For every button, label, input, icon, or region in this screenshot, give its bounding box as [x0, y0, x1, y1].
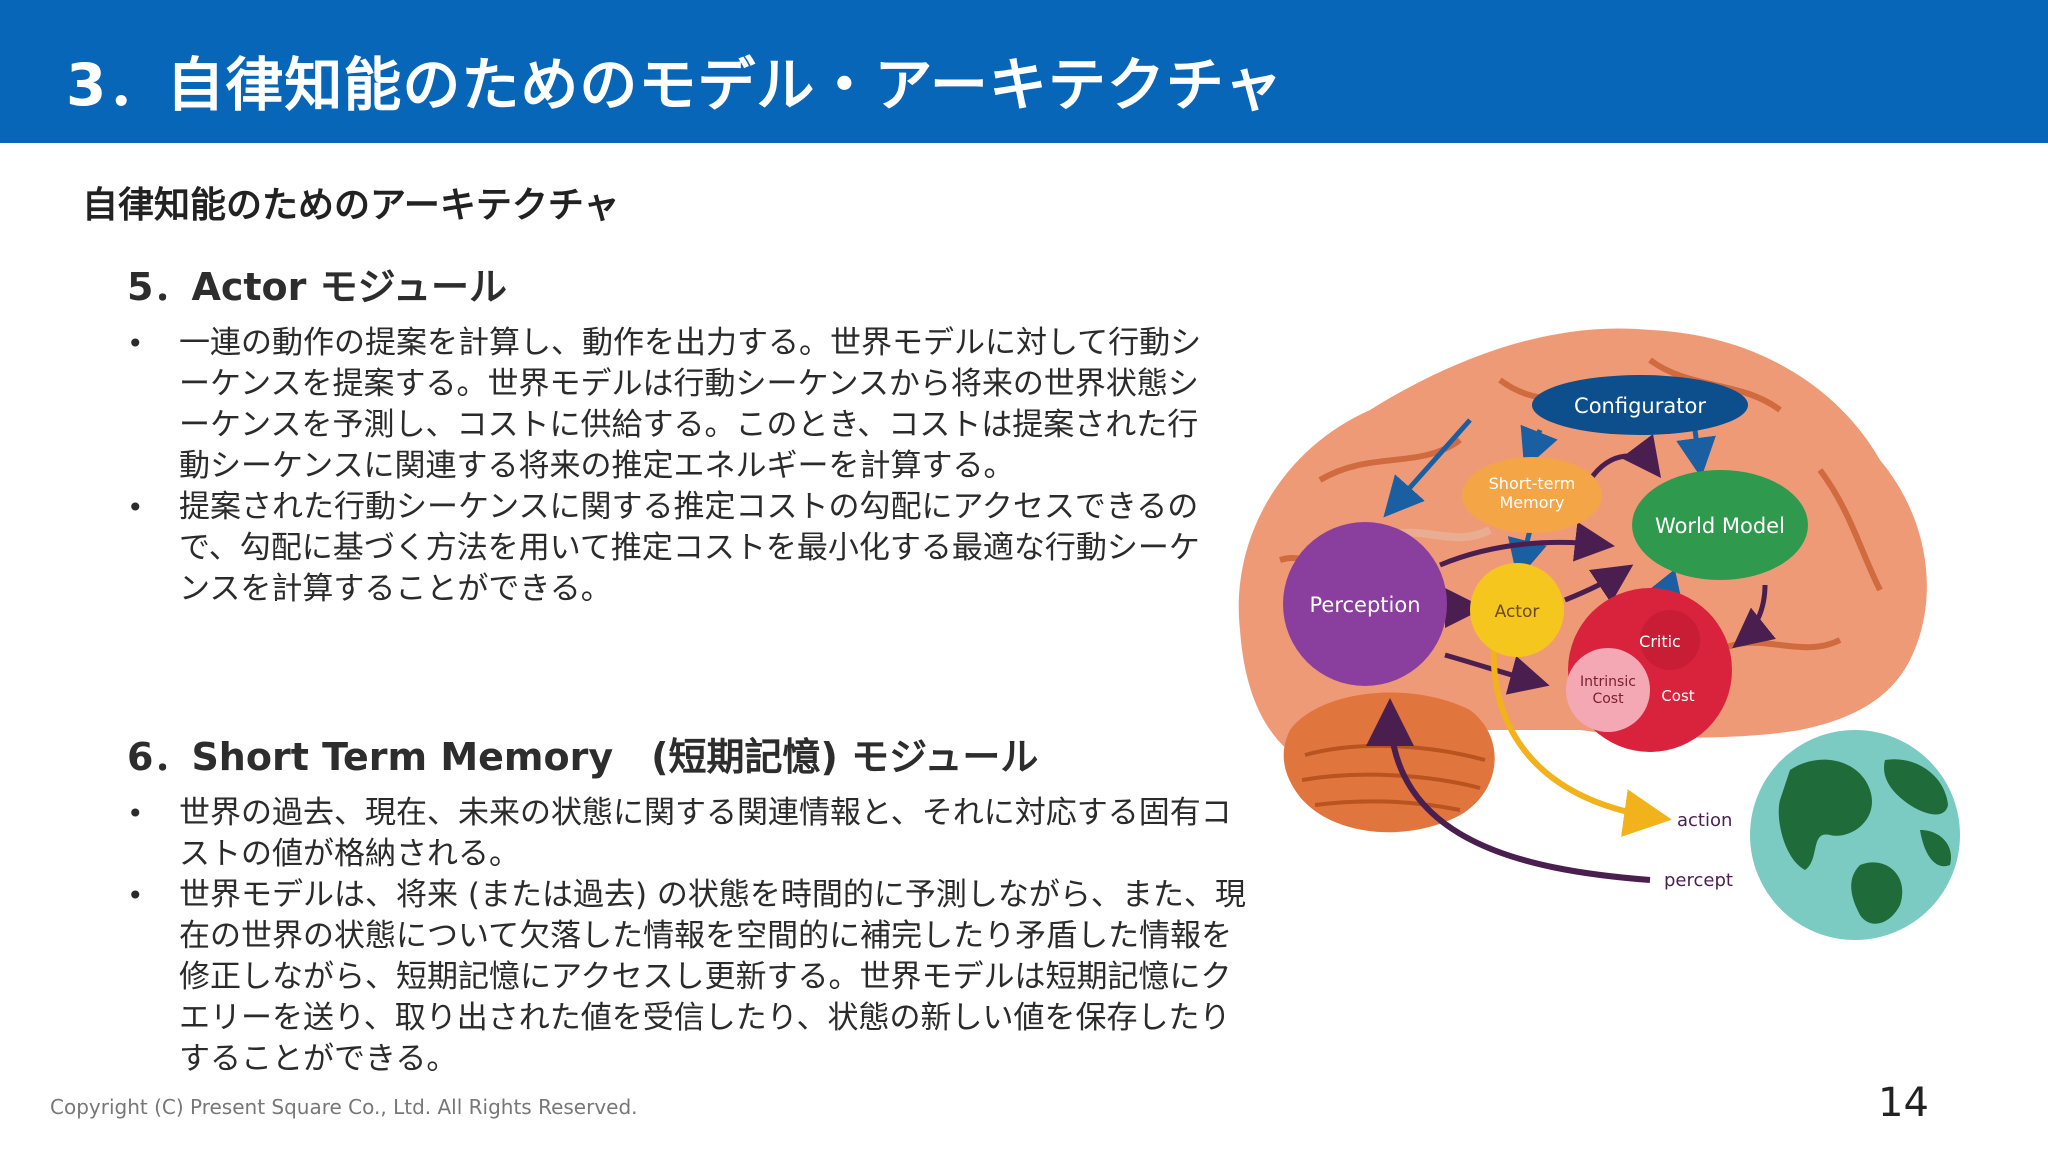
header-bar: 3．自律知能のためのモデル・アーキテクチャ: [0, 0, 2048, 143]
perception-label: Perception: [1309, 593, 1420, 617]
actor-label: Actor: [1495, 602, 1540, 622]
configurator-node: Configurator: [1532, 375, 1748, 435]
bullet-item: 世界モデルは、将来 (または過去) の状態を時間的に予測しながら、また、現在の世…: [127, 875, 1247, 1080]
actor-node: Actor: [1470, 563, 1564, 657]
architecture-diagram: Configurator Short-term Memory World Mod…: [1238, 328, 1960, 940]
world-model-label: World Model: [1655, 514, 1785, 538]
configurator-label: Configurator: [1574, 394, 1706, 418]
short-term-memory-label-line1: Short-term: [1489, 474, 1576, 493]
world-model-node: World Model: [1632, 470, 1808, 580]
section-title-actor: 5．Actor モジュール: [127, 265, 507, 309]
section-title-short-term-memory: 6．Short Term Memory (短期記憶) モジュール: [127, 735, 1039, 779]
short-term-memory-label-line2: Memory: [1499, 493, 1564, 512]
intrinsic-cost-label-line1: Intrinsic: [1580, 674, 1636, 690]
bullet-list-actor: 一連の動作の提案を計算し、動作を出力する。世界モデルに対して行動シーケンスを提案…: [127, 323, 1227, 610]
arrow: [1587, 434, 1662, 482]
arrow: [1520, 424, 1558, 470]
cost-label: Cost: [1661, 687, 1694, 705]
arrow: [1439, 521, 1615, 568]
short-term-memory-node: Short-term Memory: [1462, 457, 1602, 533]
bullet-item: 一連の動作の提案を計算し、動作を出力する。世界モデルに対して行動シーケンスを提案…: [127, 323, 1227, 487]
arrow: [1383, 418, 1472, 518]
page-title: 3．自律知能のためのモデル・アーキテクチャ: [66, 51, 1284, 119]
percept-arrow: [1366, 698, 1651, 883]
arrow: [1676, 429, 1716, 478]
intrinsic-cost-label-line2: Cost: [1592, 691, 1624, 707]
perception-node: Perception: [1283, 522, 1447, 686]
subtitle: 自律知能のためのアーキテクチャ: [82, 185, 620, 226]
arrow: [1564, 564, 1634, 604]
action-label: action: [1677, 810, 1732, 831]
copyright-text: Copyright (C) Present Square Co., Ltd. A…: [50, 1095, 638, 1119]
earth-illustration: [1750, 730, 1960, 940]
critic-label: Critic: [1639, 632, 1681, 651]
action-arrow: [1490, 629, 1672, 837]
percept-label: percept: [1664, 870, 1733, 891]
bullet-list-short-term-memory: 世界の過去、現在、未来の状態に関する関連情報と、それに対応する固有コストの値が格…: [127, 793, 1247, 1080]
critic-node: Critic Intrinsic Cost Cost: [1566, 588, 1732, 752]
arrow: [1732, 584, 1776, 649]
bullet-item: 提案された行動シーケンスに関する推定コストの勾配にアクセスできるので、勾配に基づ…: [127, 487, 1227, 610]
page-number: 14: [1878, 1080, 1929, 1126]
bullet-item: 世界の過去、現在、未来の状態に関する関連情報と、それに対応する固有コストの値が格…: [127, 793, 1247, 875]
